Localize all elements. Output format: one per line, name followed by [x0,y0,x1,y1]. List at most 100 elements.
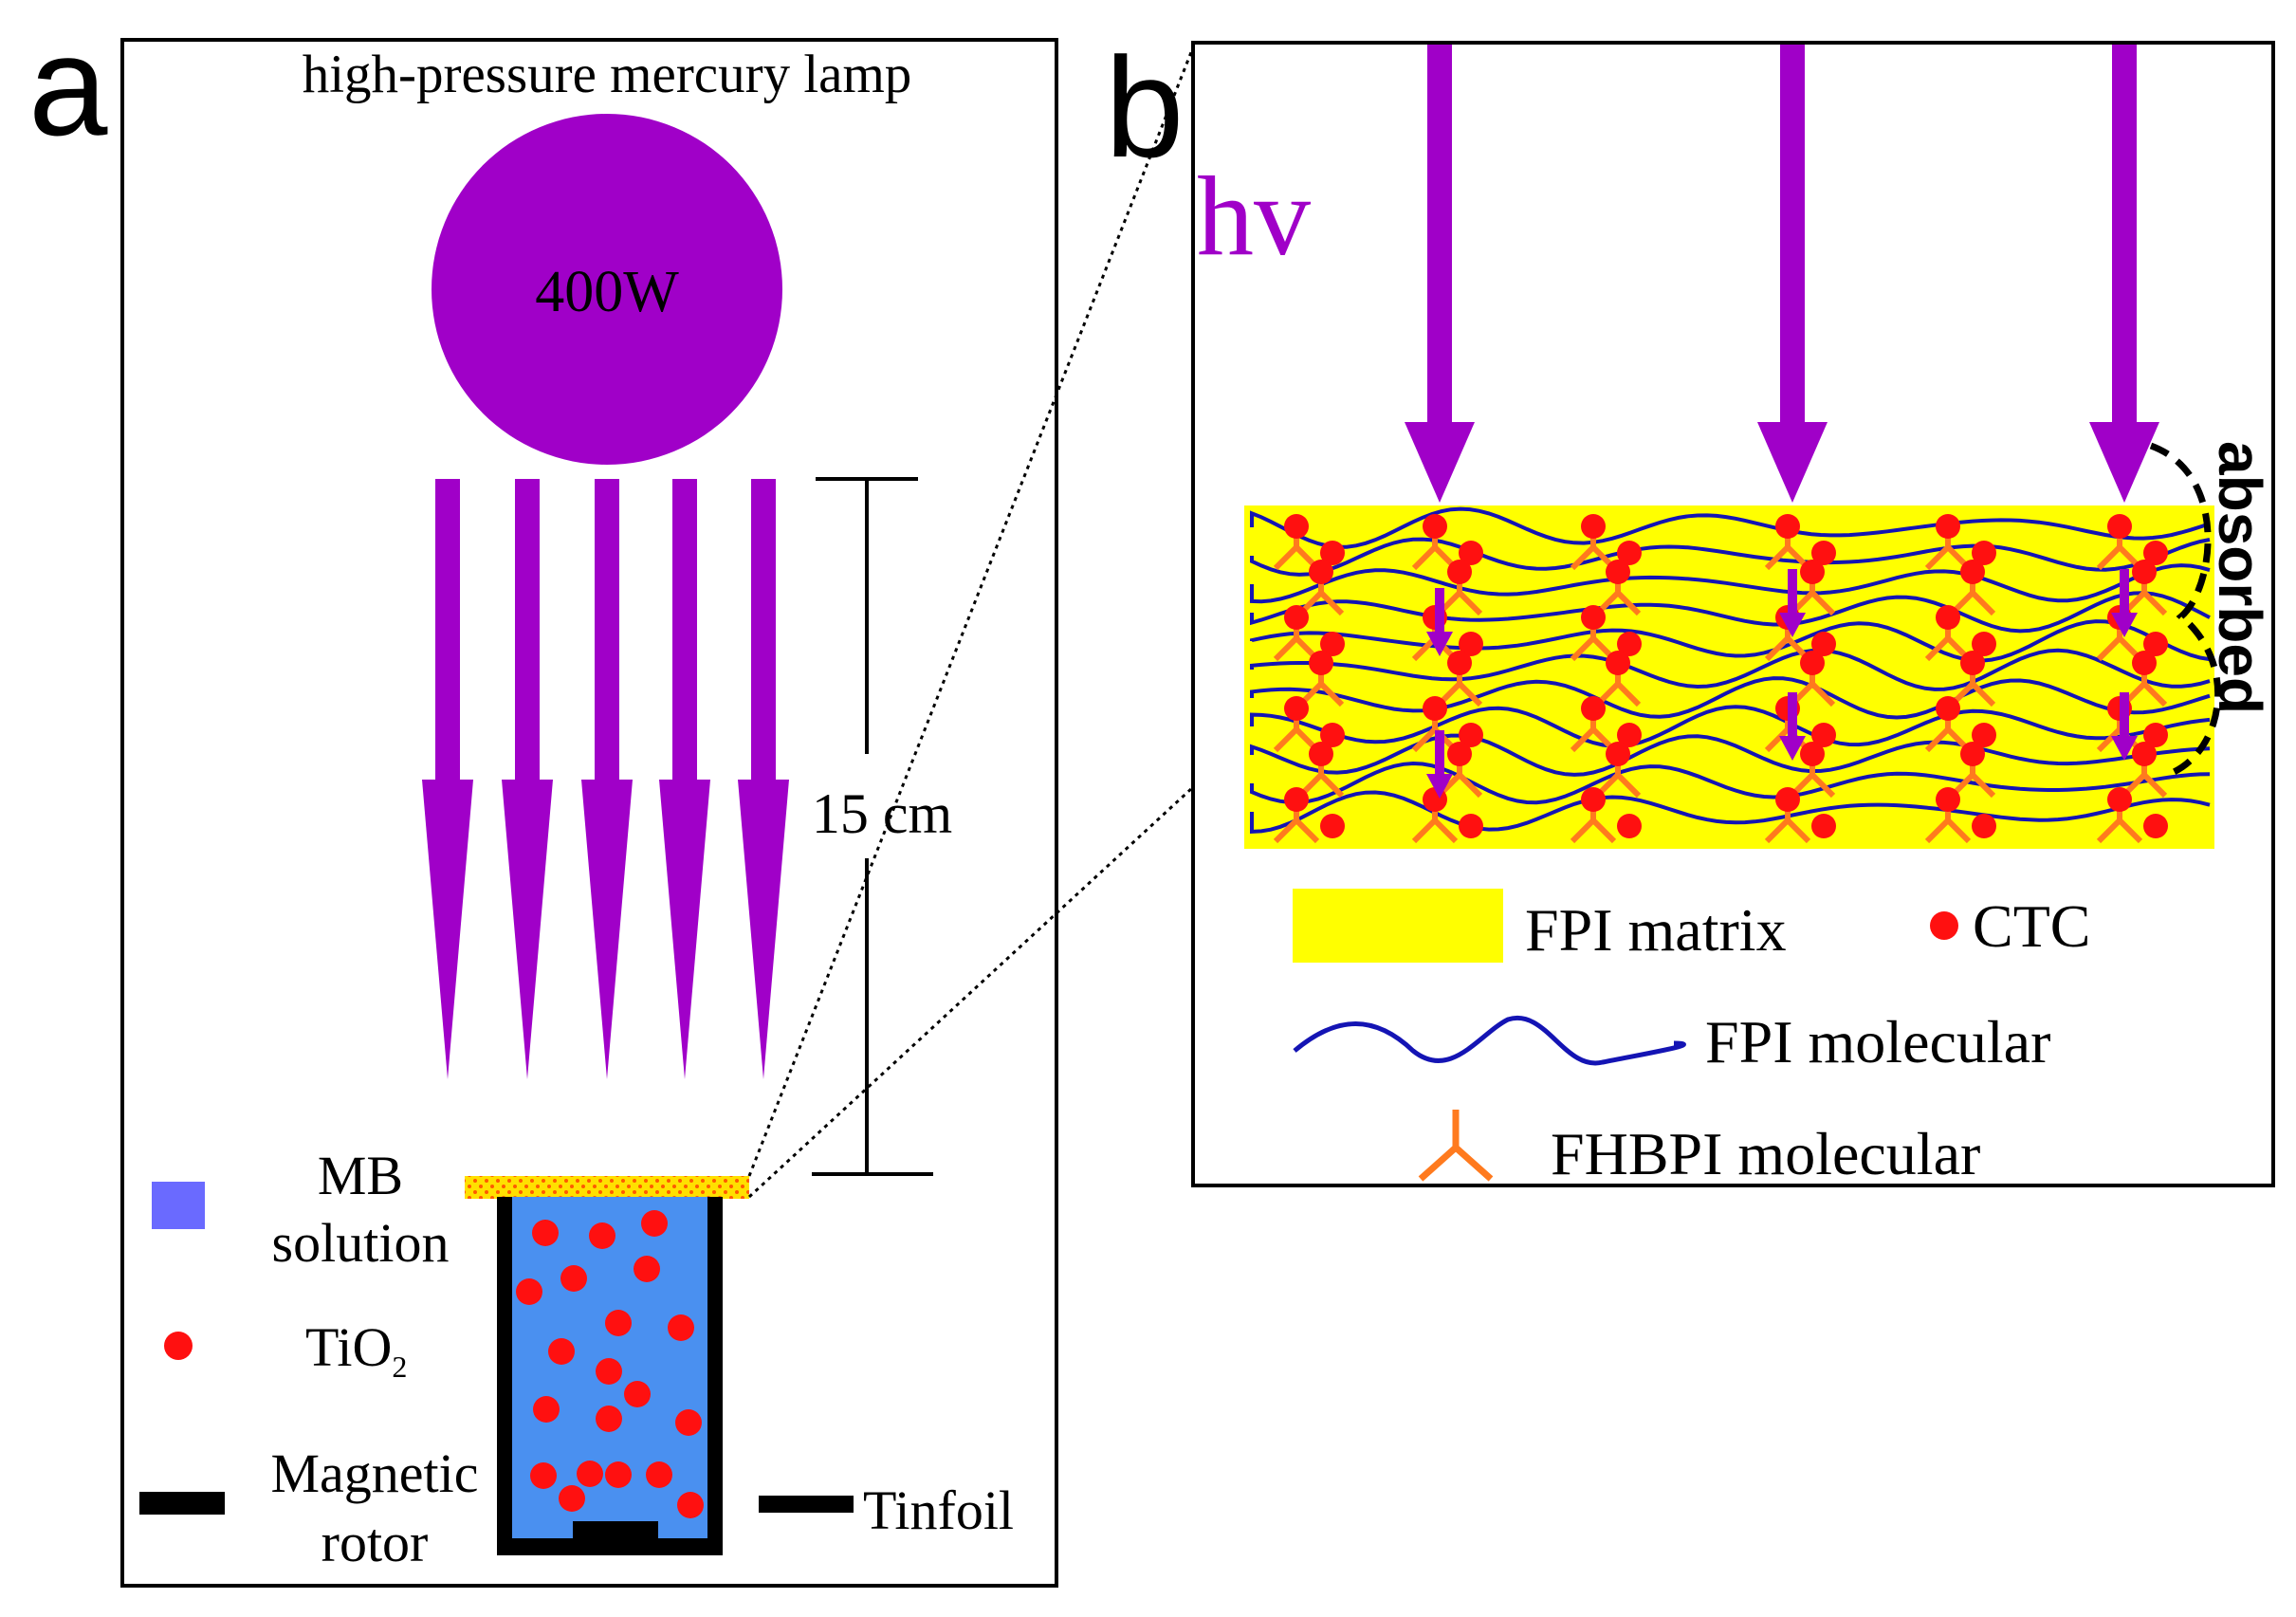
fhbpi-arm [1764,726,1791,753]
fhbpi-arm [1764,544,1791,571]
ctc-dot [1800,742,1825,766]
fhbpi-arm [1411,726,1438,753]
lamp-title: high-pressure mercury lamp [303,45,912,104]
fhbpi-arm [1318,590,1345,616]
tio2-particle [646,1461,672,1488]
tio2-particle [548,1338,575,1365]
ctc-dot [1447,651,1472,675]
ctc-dot [1972,723,1996,747]
tio2-particle [516,1278,542,1305]
mb-solution-legend-swatch [152,1182,205,1229]
fhbpi-arm [1570,818,1596,844]
ctc-dot [2132,651,2157,675]
inner-arrow-head [1779,613,1806,637]
fhbpi-arm [1273,544,1299,571]
ctc-dot [1972,814,1996,838]
fhbpi-arm [1615,681,1642,707]
fhbpi-arm [1318,681,1345,707]
fpi-chain [1250,676,2211,720]
ctc-dot [1811,814,1836,838]
ctc-dot [1960,651,1985,675]
fhbpi-arm [2096,726,2122,753]
ray-head [581,780,633,1079]
ctc-dot [1284,605,1309,630]
absorbed-label: absorbed [2206,441,2274,714]
zoom-connector [747,46,1195,1199]
ray-head [422,780,473,1079]
tio2-particle [624,1381,651,1407]
fhbpi-arm [1945,818,1972,844]
panel-b-letter: b [1105,28,1184,187]
fhbpi-arm [2117,818,2143,844]
fpi-chain [1250,733,2211,777]
fhbpi-arm [1809,590,1836,616]
incident-arrow-head [1757,422,1828,503]
rotor-legend-line1: Magnetic [270,1442,478,1504]
fhbpi-arm [2096,635,2122,662]
tio2-particle [532,1220,559,1246]
ctc-dot [1936,605,1960,630]
fpi-chain [1250,705,2211,748]
ctc-dot [1309,742,1333,766]
fhbpi-arm [2096,544,2122,571]
ctc-dot [1800,560,1825,584]
fpi-molecular-legend-label: FPI molecular [1705,1008,2050,1075]
fhbpi-arm [1809,772,1836,799]
tio2-legend-dot [164,1332,193,1360]
fpi-chain [1250,619,2211,663]
ctc-dot [2143,814,2168,838]
magnetic-rotor [573,1521,658,1544]
tio2-particle [560,1265,587,1292]
ctc-dot [1617,632,1642,656]
tio2-particles [516,1210,704,1518]
fhbpi-arm [1924,544,1951,571]
fhbpi-arm [1924,635,1951,662]
ctc-dot [1581,696,1606,721]
ctc-dot [1960,560,1985,584]
inner-arrow-shaft [1435,730,1444,778]
magnetic-rotor-legend-swatch [139,1492,225,1515]
ctc-dot [1972,632,1996,656]
incident-light-arrows [1405,45,2159,503]
ctc-dot [1581,514,1606,539]
ctc-dot [1617,814,1642,838]
ctc-dot [1811,723,1836,747]
ctc-dot [1811,541,1836,565]
inner-arrow-shaft [2120,692,2129,740]
incident-arrow-shaft [1427,45,1452,433]
tinfoil-legend-label: Tinfoil [863,1479,1014,1541]
ray-head [738,780,789,1079]
fhbpi-arm [1411,635,1438,662]
fhbpi-arm [1809,681,1836,707]
panel-a: a high-pressure mercury lamp 400W 15 cm … [28,6,1058,1588]
ctc-dot [1617,723,1642,747]
tio2-particle [596,1406,622,1432]
mb-legend-line1: MB [318,1145,403,1206]
ctc-dot [2107,514,2132,539]
fhbpi-arm [1457,681,1483,707]
tio2-particle [605,1310,632,1336]
ctc-dot [1775,514,1800,539]
fhbpi-arm [2096,818,2122,844]
hv-label: hv [1197,153,1311,279]
ctc-dot [1936,514,1960,539]
fpi-matrix-layer [1244,505,2214,849]
incident-arrow-head [2089,422,2159,503]
ctc-dot [1309,560,1333,584]
internal-arrows [1426,569,2138,799]
fhbpi-arm [1457,772,1483,799]
fhbpi-arm [1924,726,1951,753]
fpi-molecular-chains [1250,506,2211,835]
fhbpi-arm [1411,818,1438,844]
fhbpi-arm [1294,818,1320,844]
fpi-chain [1250,761,2211,805]
ray-head [502,780,553,1079]
ctc-dot [1423,514,1447,539]
fhbpi-arm [1615,772,1642,799]
ctc-dot [1606,742,1630,766]
tio2-particle [596,1358,622,1385]
ctc-legend-dot [1930,911,1958,940]
ctc-dot [1581,787,1606,812]
ctc-dot [1606,651,1630,675]
